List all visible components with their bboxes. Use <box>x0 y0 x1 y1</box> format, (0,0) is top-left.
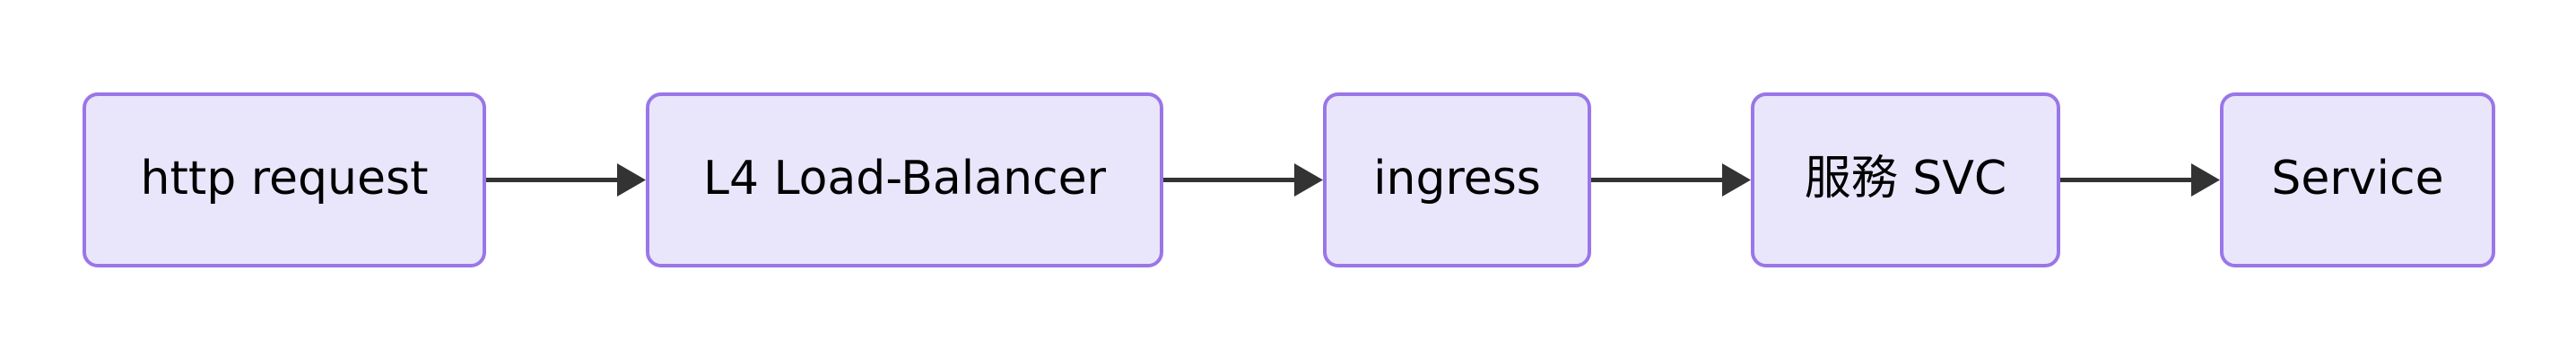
flow-node-ingress[interactable]: ingress <box>1323 92 1591 267</box>
flow-node-l4-load-balancer[interactable]: L4 Load-Balancer <box>646 92 1163 267</box>
flow-node-label: 服務 SVC <box>1804 152 2007 206</box>
arrow-head-icon <box>1722 162 1751 197</box>
flow-node-label: L4 Load-Balancer <box>702 152 1106 206</box>
arrow-head-icon <box>2191 162 2220 197</box>
flow-node-service-svc[interactable]: 服務 SVC <box>1751 92 2060 267</box>
flow-node-label: http request <box>140 152 429 206</box>
flow-edge-l4-load-balancer-to-ingress <box>1163 92 1323 267</box>
flow-node-service[interactable]: Service <box>2220 92 2495 267</box>
flow-edge-ingress-to-service-svc <box>1591 92 1751 267</box>
flow-node-label: ingress <box>1373 152 1541 206</box>
arrow-head-icon <box>617 162 646 197</box>
flow-node-label: Service <box>2271 152 2444 206</box>
arrow-head-icon <box>1294 162 1323 197</box>
flow-edge-http-request-to-l4-load-balancer <box>486 92 646 267</box>
flow-node-http-request[interactable]: http request <box>83 92 486 267</box>
flow-edge-service-svc-to-service <box>2060 92 2220 267</box>
